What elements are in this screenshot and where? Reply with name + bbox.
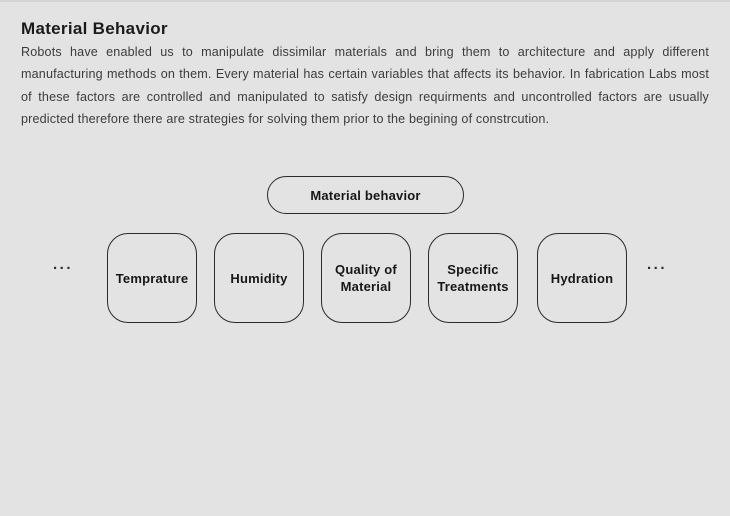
diagram-node-label: Hydration [550,270,614,286]
ellipsis-right: ... [647,256,668,273]
body-paragraph: Robots have enabled us to manipulate dis… [21,45,709,127]
diagram-node-specific-treatments: Specific Treatments [428,233,518,323]
diagram-node-root-label: Material behavior [310,187,421,203]
ellipsis-left: ... [53,256,74,273]
diagram-node-label: Specific Treatments [437,262,509,294]
diagram-node-label: Humidity [230,270,288,286]
page-top-edge [0,0,730,2]
diagram-node-label: Quality of Material [335,262,397,294]
diagram-node-quality-of-material: Quality of Material [321,233,411,323]
diagram-node-label: Temprature [115,270,189,286]
diagram-node-humidity: Humidity [214,233,304,323]
diagram-node-hydration: Hydration [537,233,627,323]
diagram-node-root: Material behavior [267,176,464,214]
page-title: Material Behavior [21,19,168,38]
diagram-node-temprature: Temprature [107,233,197,323]
